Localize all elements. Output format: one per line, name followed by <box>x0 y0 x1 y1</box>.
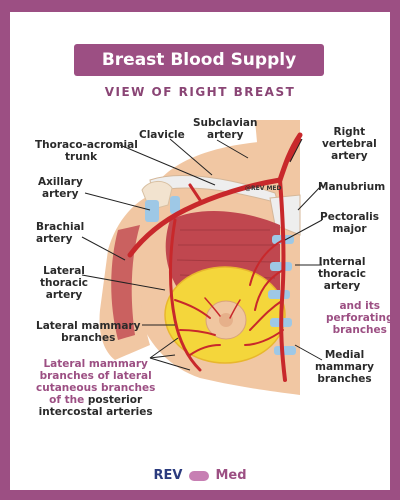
label-manubrium: Manubrium <box>318 181 386 193</box>
pointer-lines <box>81 138 323 371</box>
footer-brand: REV Med <box>153 468 246 483</box>
subtitle: VIEW OF RIGHT BREAST <box>104 85 296 99</box>
watermark-text: @REV MED <box>245 185 282 192</box>
footer-logo-icon <box>188 470 209 481</box>
title-banner: Breast Blood Supply <box>74 44 324 76</box>
label-clavicle: Clavicle <box>139 129 185 141</box>
nipple <box>219 313 233 327</box>
costal-cartilages <box>145 196 296 355</box>
label-lateral-cutaneous-branches: Lateral mammary branches of lateral cuta… <box>36 358 156 418</box>
footer-rev-text: REV <box>153 468 183 483</box>
arteries <box>127 132 303 382</box>
footer-logo: REV Med <box>0 464 400 483</box>
footer-med-text: Med <box>215 468 247 483</box>
